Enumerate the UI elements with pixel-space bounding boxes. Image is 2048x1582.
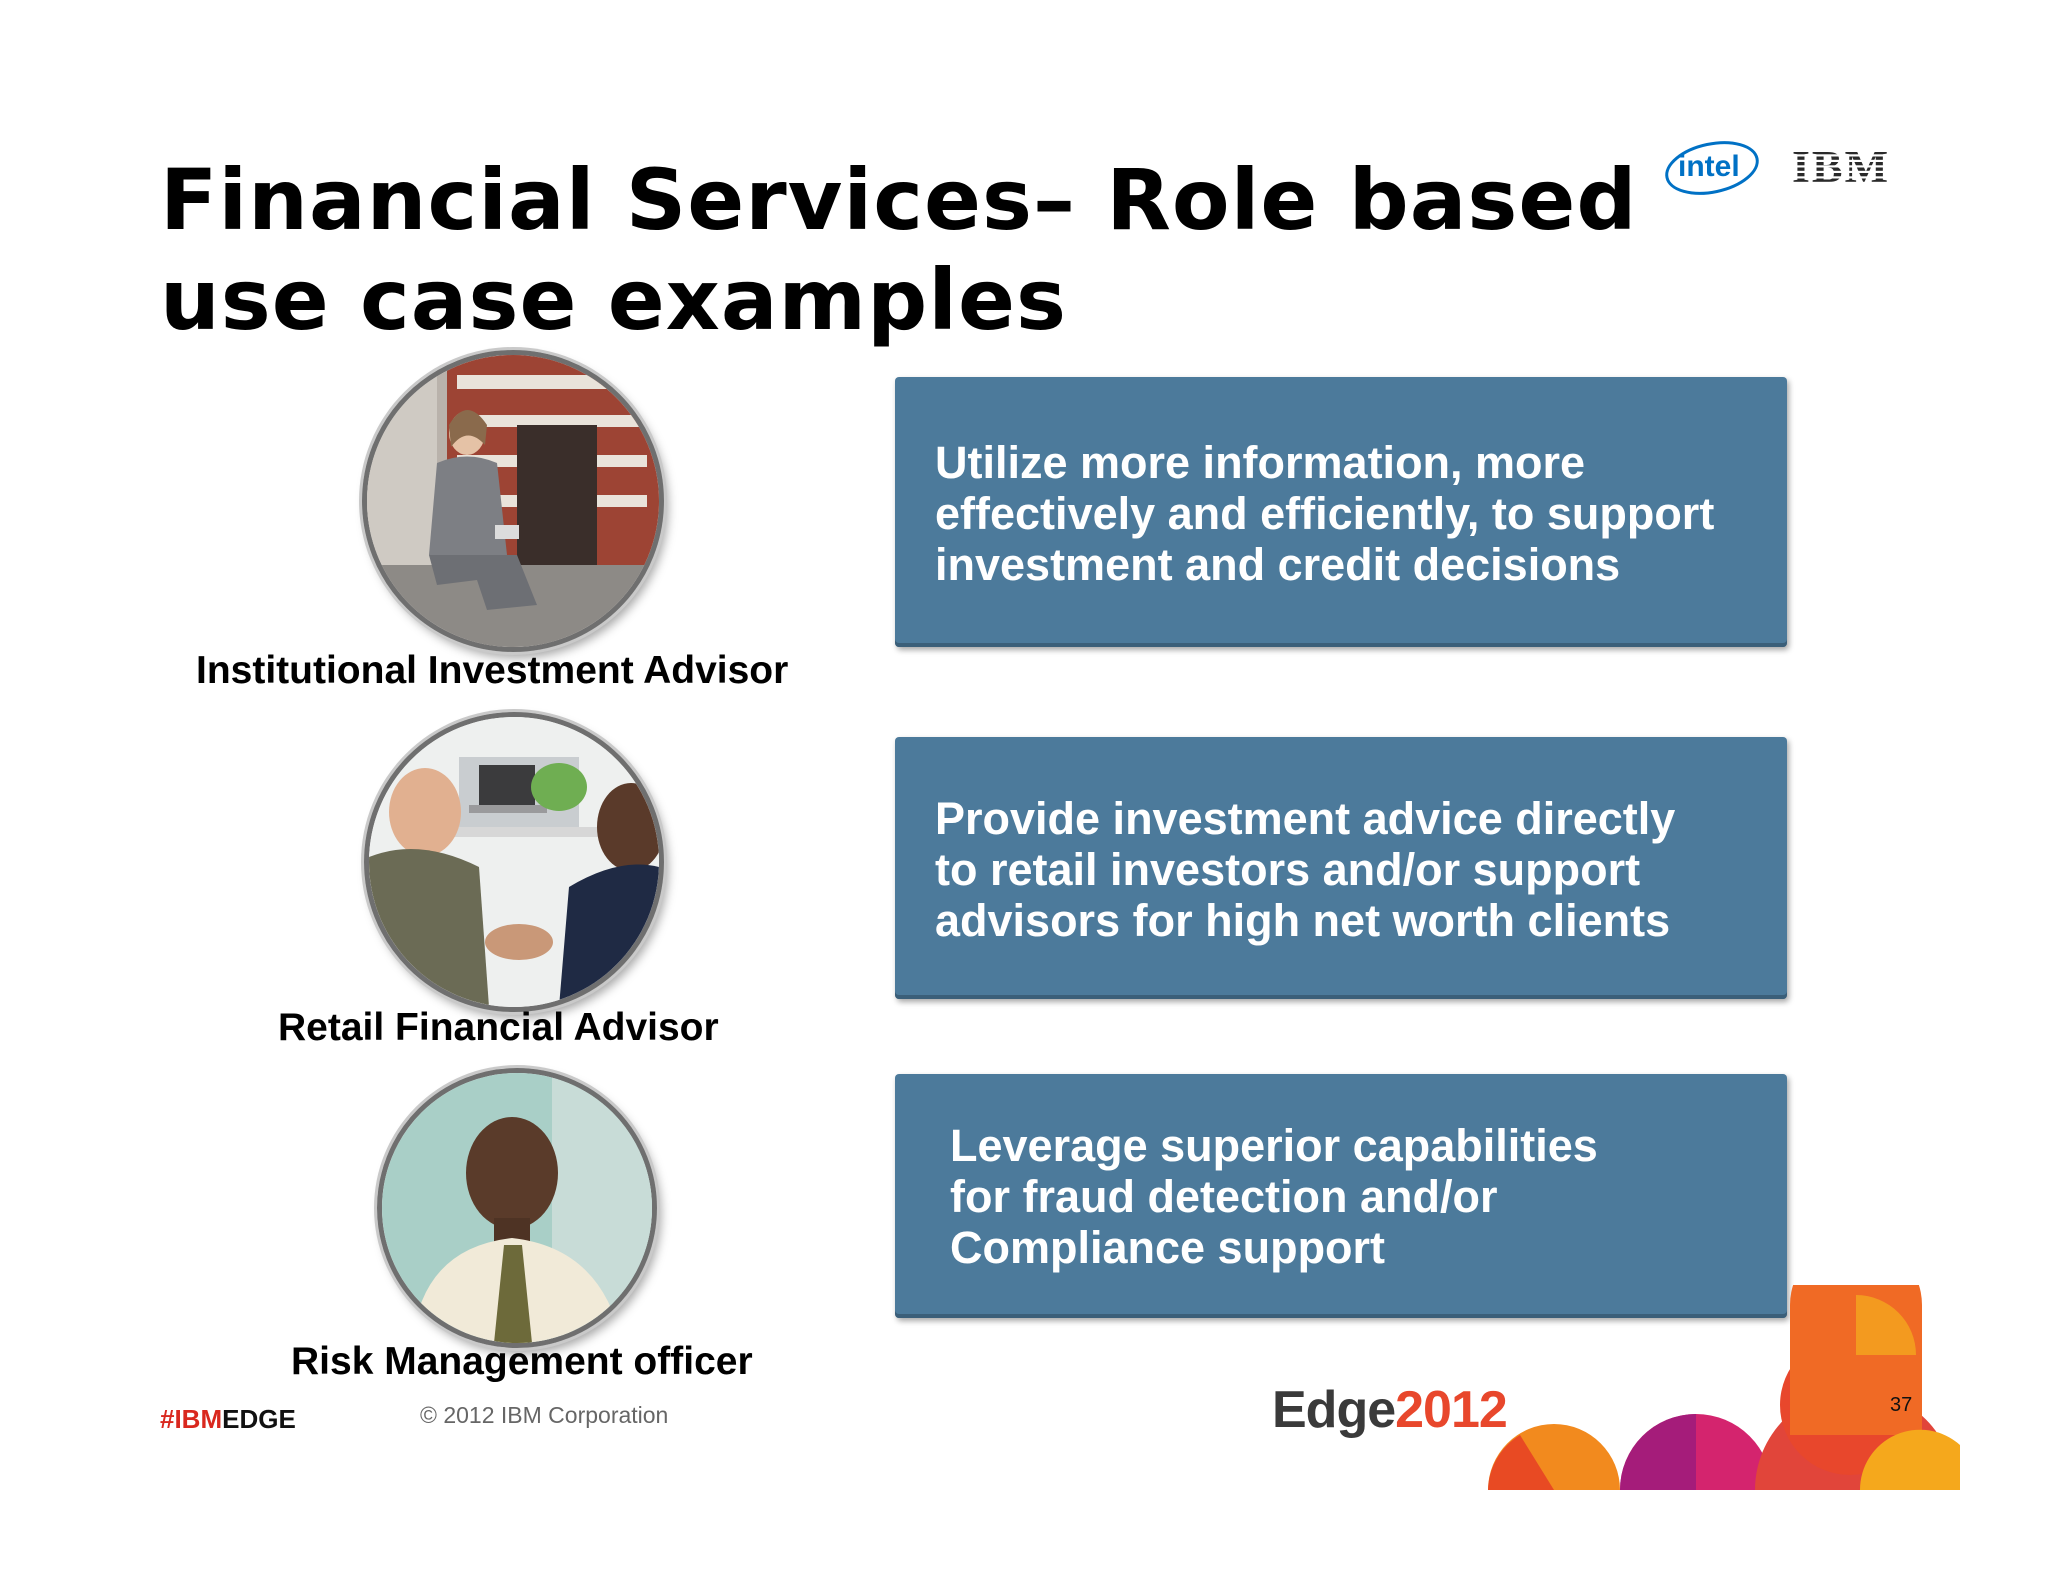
role-label-institutional: Institutional Investment Advisor <box>196 649 789 692</box>
hashtag-ibmedge: #IBMEDGE <box>160 1404 296 1435</box>
slide-title: Financial Services– Role based use case … <box>160 151 1638 349</box>
retail-advisor-handshake-photo <box>364 712 664 1012</box>
edge2012-logo: Edge2012 <box>1272 1380 1508 1440</box>
risk-officer-photo <box>377 1068 657 1348</box>
edge-logo-word: Edge <box>1272 1381 1396 1439</box>
intel-logo-text: intel <box>1678 150 1740 183</box>
edge-logo-year: 2012 <box>1395 1381 1508 1439</box>
ibm-logo-text: IBM <box>1792 141 1890 190</box>
decorative-circles-graphic <box>1480 1239 1960 1490</box>
use-case-text-2: Provide investment advice directly to re… <box>935 793 1676 946</box>
use-case-box-2: Provide investment advice directly to re… <box>895 737 1787 999</box>
hashtag-edge: EDGE <box>222 1404 296 1434</box>
intel-logo: intel <box>1662 132 1764 198</box>
use-case-box-1: Utilize more information, more effective… <box>895 377 1787 647</box>
hashtag-ibm: #IBM <box>160 1404 223 1434</box>
use-case-text-1: Utilize more information, more effective… <box>935 437 1715 590</box>
use-case-box-3: Leverage superior capabilities for fraud… <box>895 1074 1787 1318</box>
role-label-risk: Risk Management officer <box>291 1340 753 1383</box>
use-case-text-3: Leverage superior capabilities for fraud… <box>950 1120 1598 1273</box>
ibm-logo: IBM <box>1790 140 1902 192</box>
role-label-retail: Retail Financial Advisor <box>278 1006 719 1049</box>
copyright: © 2012 IBM Corporation <box>420 1402 669 1428</box>
investment-advisor-photo <box>362 350 664 652</box>
page-number: 37 <box>1890 1394 1913 1416</box>
